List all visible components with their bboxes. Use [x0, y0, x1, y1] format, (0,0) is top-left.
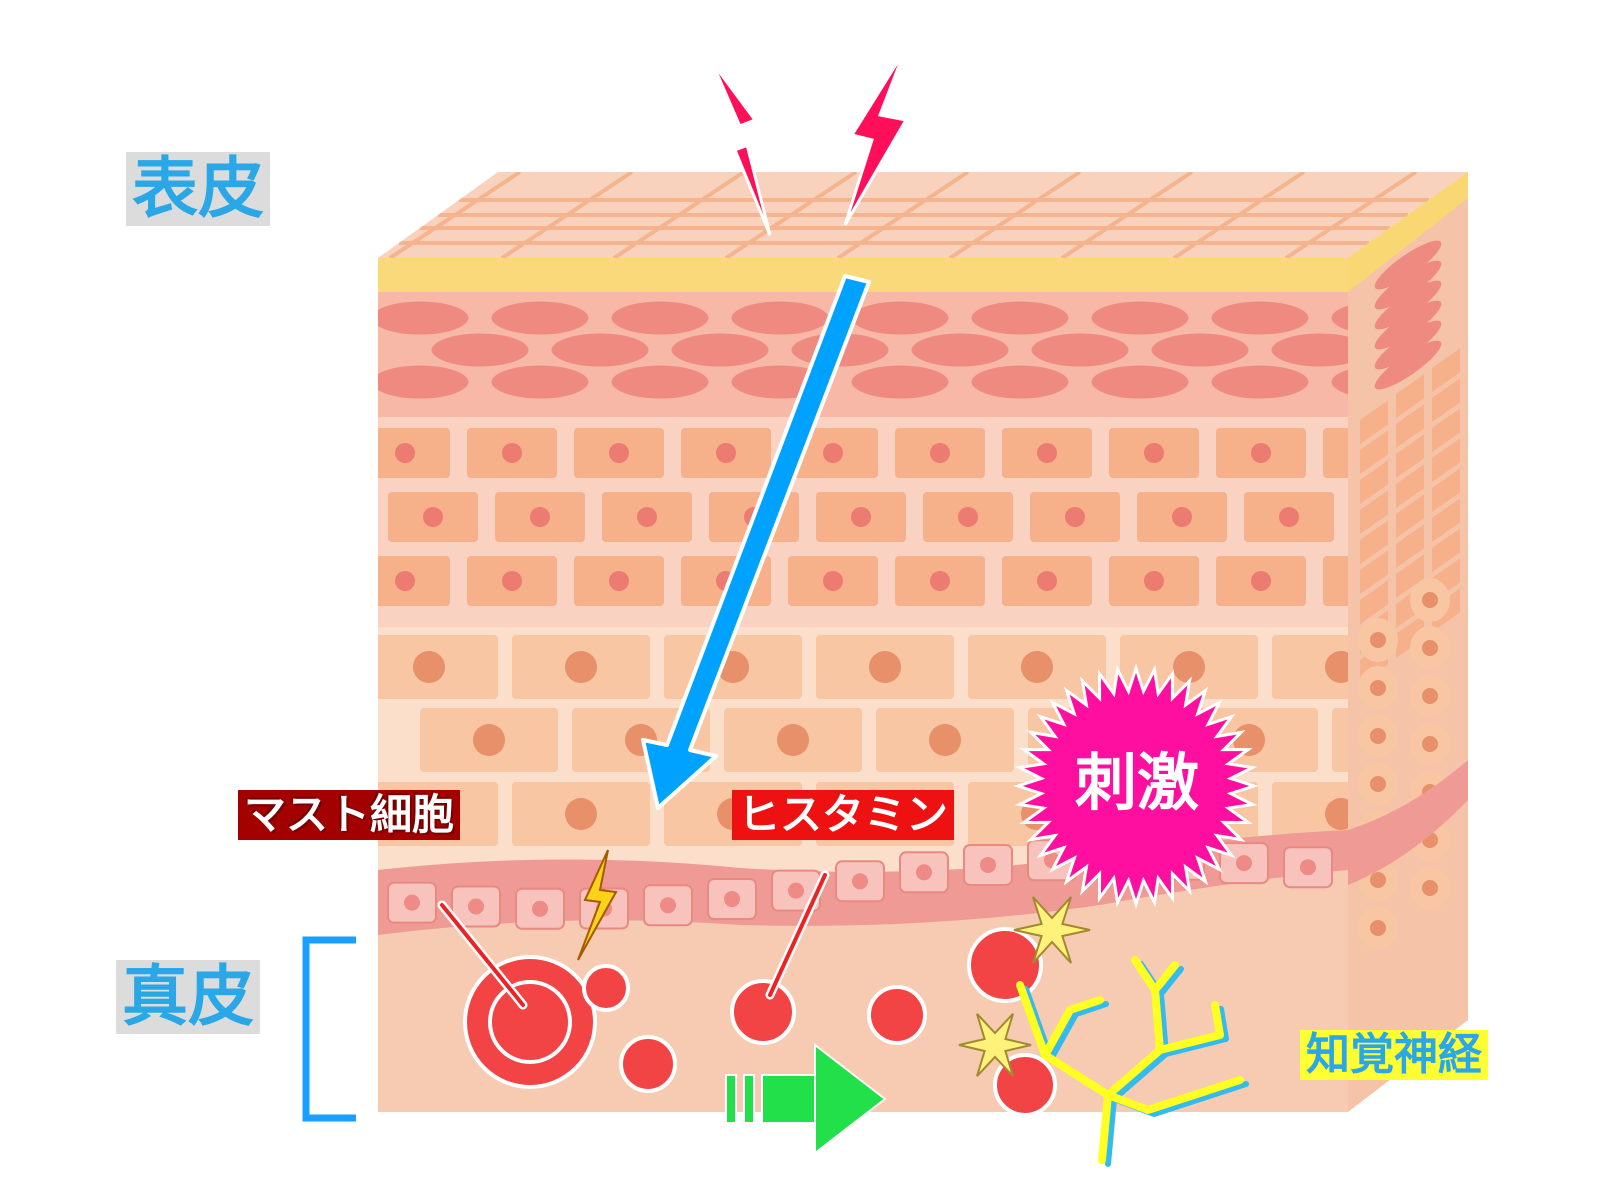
- penetration-arrow: [641, 274, 871, 810]
- histamine-label: ヒスタミン: [732, 790, 955, 840]
- mast-cell: [463, 955, 597, 1089]
- sensory-nerve-label: 知覚神経: [1300, 1030, 1488, 1080]
- dermis-label: 真皮: [116, 960, 260, 1034]
- mast-cell-label: マスト細胞: [238, 790, 461, 840]
- histamine-flow-arrow: [725, 1042, 887, 1156]
- skin-top-surface: [378, 172, 1468, 258]
- irritation-spark-icon: [958, 1013, 1032, 1077]
- skin-side-face: [1348, 172, 1468, 1112]
- irritation-spark-icon: [1013, 896, 1091, 964]
- sensory-nerve: [1016, 956, 1249, 1167]
- dermis-bracket: [302, 936, 356, 1122]
- stimulus-burst-icon: [1013, 663, 1259, 909]
- lightning-bolt-right-icon: [843, 49, 909, 226]
- epidermis-label: 表皮: [126, 152, 270, 226]
- stimulus-label: 刺激: [1074, 746, 1199, 819]
- lightning-bolt-left-icon: [710, 61, 772, 236]
- side-membrane-band: [1348, 760, 1468, 885]
- histamine-granules: [463, 927, 1057, 1117]
- mast-cell-lightning-icon: [577, 849, 618, 961]
